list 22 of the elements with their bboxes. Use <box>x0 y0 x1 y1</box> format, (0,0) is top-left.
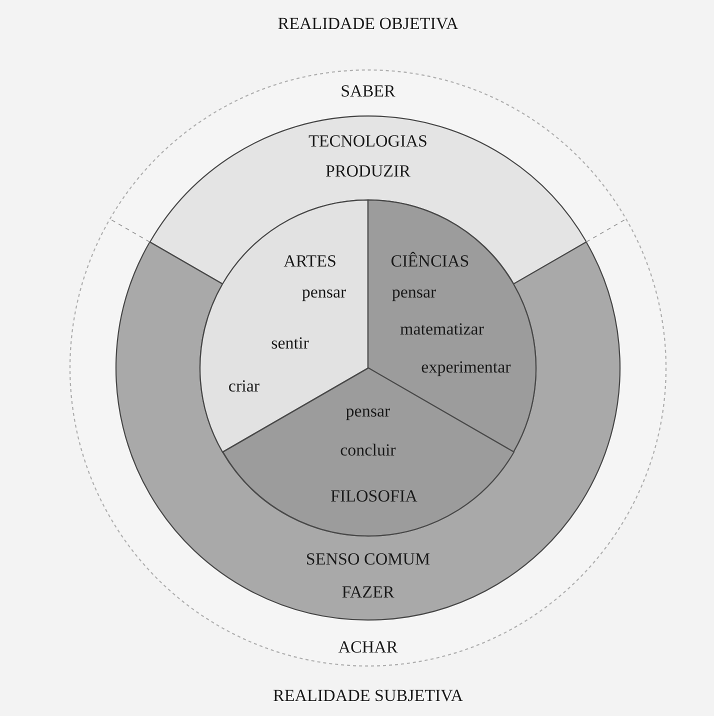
sector-label: criar <box>228 378 260 396</box>
sector-label: ACHAR <box>338 638 398 658</box>
outer-circle <box>70 70 666 666</box>
caption-text: REALIDADE OBJETIVA <box>278 14 458 34</box>
sector-label: concluir <box>340 442 396 460</box>
sector-label: pensar <box>392 284 436 302</box>
sector-label: FILOSOFIA <box>330 488 418 506</box>
sector-label: pensar <box>346 402 390 422</box>
sector-label: SENSO COMUM <box>306 550 430 570</box>
sector-label: CIÊNCIAS <box>390 252 470 272</box>
sector-label: sentir <box>271 334 309 354</box>
ring-sector <box>150 116 586 284</box>
sector-label: ARTES <box>284 252 336 272</box>
sector-label: experimentar <box>421 358 511 378</box>
ring-sector <box>116 242 620 620</box>
caption-text: REALIDADE SUBJETIVA <box>273 686 463 706</box>
sector-label: matematizar <box>400 320 484 340</box>
sector-label: FAZER <box>342 584 394 602</box>
sector-label: TECNOLOGIAS <box>308 132 428 152</box>
sector-label: pensar <box>302 284 346 302</box>
sector-label: SABER <box>340 82 396 102</box>
sector-label: PRODUZIR <box>325 162 410 182</box>
